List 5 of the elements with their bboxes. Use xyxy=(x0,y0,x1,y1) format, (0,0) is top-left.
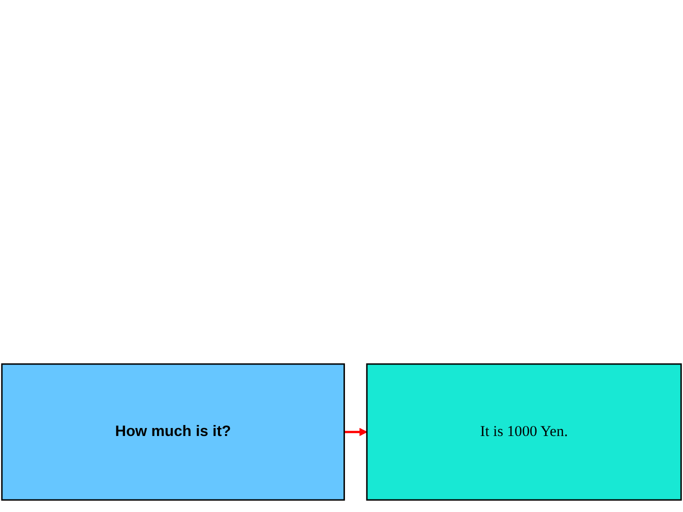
text-box xyxy=(366,363,682,501)
node-label: How much is it? xyxy=(115,422,231,442)
arrow xyxy=(344,428,368,436)
text-box xyxy=(1,363,345,501)
node-label: It is 1000 Yen. xyxy=(480,422,568,442)
